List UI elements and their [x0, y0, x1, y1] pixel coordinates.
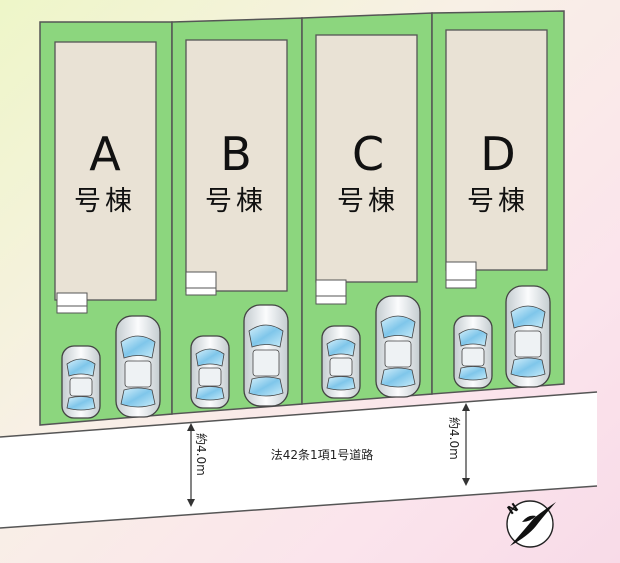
lot-c-label: 号棟	[337, 186, 399, 217]
width-dimension-right: 約4.0m	[447, 403, 470, 486]
lot-d-letter: D	[480, 127, 515, 181]
lot-d: D 号棟	[431, 10, 565, 395]
car-icon	[61, 345, 101, 419]
car-icon	[505, 285, 551, 388]
lot-b-entrance	[185, 271, 217, 296]
road-name: 法42条1項1号道路	[271, 447, 374, 462]
car-icon	[375, 295, 421, 398]
lot-d-entrance	[445, 261, 477, 289]
lot-c: C 号棟	[301, 12, 433, 405]
lot-a-letter: A	[89, 127, 121, 181]
compass-north-icon: N	[505, 500, 556, 548]
car-icon	[453, 315, 493, 389]
road-width-right: 約4.0m	[447, 417, 462, 460]
road-edge-top	[0, 391, 598, 438]
car-icon	[243, 304, 289, 407]
road: 法42条1項1号道路 約4.0m 約4.0m	[0, 391, 598, 529]
car-icon	[115, 315, 161, 418]
lot-b-letter: B	[220, 127, 252, 181]
lot-b: B 号棟	[171, 17, 303, 415]
lot-a-house	[54, 41, 157, 301]
lot-c-entrance	[315, 279, 347, 305]
lot-a: A 号棟	[39, 21, 173, 426]
car-icon	[321, 325, 361, 399]
lot-b-house	[185, 39, 288, 292]
lot-a-entrance	[56, 292, 88, 314]
lot-c-house	[315, 34, 418, 283]
compass-needle	[510, 502, 556, 546]
car-icon	[190, 335, 230, 409]
lot-d-house	[445, 29, 548, 271]
lot-a-label: 号棟	[74, 186, 136, 217]
width-dimension-left: 約4.0m	[187, 423, 209, 507]
lot-d-label: 号棟	[467, 186, 529, 217]
road-width-left: 約4.0m	[194, 433, 209, 476]
road-edge-bottom	[0, 485, 598, 529]
lot-b-label: 号棟	[205, 186, 267, 217]
lot-c-letter: C	[352, 127, 384, 181]
